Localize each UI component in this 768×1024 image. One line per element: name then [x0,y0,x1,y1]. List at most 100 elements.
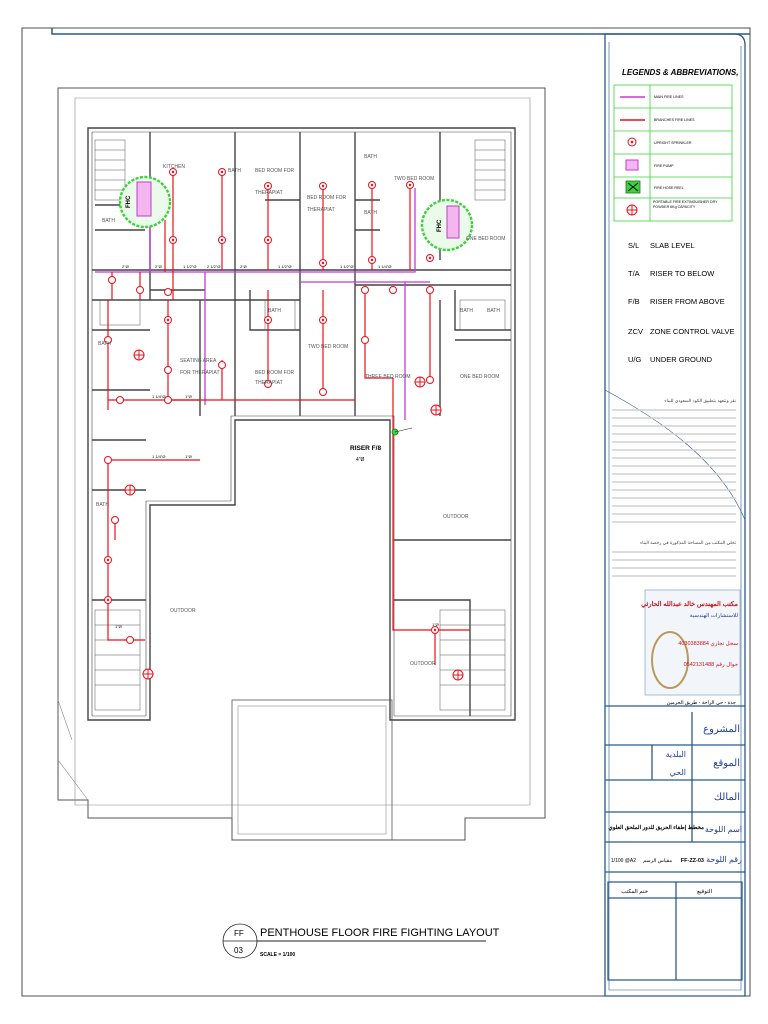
pipe-size: 1 1/4"Ø [378,264,391,269]
sprinkler-icon [104,336,112,344]
drawing-title: PENTHOUSE FLOOR FIRE FIGHTING LAYOUT [260,927,500,939]
fhc-cabinet-right: FHC [420,198,474,252]
site-inner-boundary [74,97,531,806]
sprinkler-icon [136,286,144,294]
sprinkler-icon [126,636,134,644]
legend-labels: MAIN FIRE LINES BRANCHES FIRE LINES UPRI… [654,95,695,190]
legend-label: UPRIGHT SPRINKLER [654,141,692,145]
riser-f8: RISER F/8 4"Ø [350,427,413,463]
site-edge-lines [57,699,89,801]
room-one-bed: ONE BED ROOM [466,236,505,242]
room-three-bed: THREE BED ROOM [365,374,411,380]
legend-table [613,84,733,222]
room-bath: BATH [98,341,111,347]
abbr-code: ZCV [628,327,643,336]
note-line: نقر ونتعهد بتطبيق الكود السعودي للبناء [664,398,736,404]
office-mobile: جوال رقم 0542131488 [684,661,739,668]
tb-district-label: الحي [670,768,687,777]
sprinkler-icon [104,456,112,464]
tb-office-seal: ختم المكتب [621,888,648,895]
legend-label: MAIN FIRE LINES [654,95,684,99]
sprinkler-icon [426,376,434,384]
riser-size: 4"Ø [356,457,365,463]
sprinkler-icon [218,361,226,369]
branch-fire-lines [107,175,470,665]
room-bath: BATH [102,218,115,224]
room-bath: BATH [228,168,241,174]
room-outdoor: OUTDOOR [170,608,196,614]
fhc-label-left: FHC [126,195,132,208]
tb-owner-label: المالك [714,792,740,803]
pipe-size: 1 1/2"Ø [278,264,291,269]
room-outdoor: OUTDOOR [443,514,469,520]
sprinkler-icon [361,286,369,294]
room-bath: BATH [268,308,281,314]
pipe-size-labels: 2"Ø 2"Ø 1 1/2"Ø 2 1/2"Ø 2"Ø 1 1/2"Ø 1 1/… [115,264,439,629]
sprinkler-icon [108,276,116,284]
pipe-size: 1"Ø [115,624,122,629]
hose-reel-icon [625,180,641,194]
abbr-text: UNDER GROUND [650,355,713,364]
lower-structure [231,699,393,841]
sheet-top-rule [51,28,750,35]
sheet-code-bottom: 03 [234,946,243,955]
sheet-code-top: FF [234,929,244,938]
abbr-code: F/B [628,297,640,306]
tb-sheet-name: مخطط إطفاء الحريق للدور الملحق العلوي [608,824,704,831]
legend-label: BRANCHES FIRE LINES [654,118,695,122]
legend-label-wrap: PORTABLE FIRE EXTINGUISHER DRY POWDER 6K… [653,200,717,209]
room-bedroom-l1: BED ROOM FOR [307,195,347,201]
tb-scale: 1/100 @A2 [611,858,636,864]
office-address: جدة - حي الراحة - طريق الحرمين [667,700,736,706]
room-outdoor: OUTDOOR [410,661,436,667]
room-bath: BATH [364,154,377,160]
sprinkler-icon [389,286,397,294]
sprinkler-icon [361,336,369,344]
sprinkler-icon [164,396,172,404]
pipe-size: 1 1/4"Ø [152,394,165,399]
title-block-values: مخطط إطفاء الحريق للدور الملحق العلوي FF… [608,824,712,895]
tb-signature: التوقيع [697,888,712,895]
sprinkler-icon [426,286,434,294]
title-block-fields: المشروع الموقع البلدية الحي المالك اسم ا… [666,724,743,864]
title-block-frame [604,33,746,997]
abbreviation-list: S/L SLAB LEVEL T/A RISER TO BELOW F/B RI… [628,241,734,364]
sprinkler-icon [164,366,172,374]
room-one-bed: ONE BED ROOM [460,374,499,380]
office-sub: للاستشارات الهندسية [690,612,739,619]
sprinkler-icon [111,516,119,524]
extinguisher-marks [125,350,463,680]
pipe-size: 1 1/2"Ø [340,264,353,269]
room-two-bed: TWO BED ROOM [308,344,348,350]
office-stamp: مكتب المهندس خالد عبدالله الحارثي للاستش… [641,589,741,706]
drawing-scale: SCALE = 1/100 [260,952,295,958]
tb-municipality-label: البلدية [666,750,686,759]
room-bath: BATH [460,308,473,314]
legend-label: FIRE PUMP [654,164,674,168]
sprinkler-icon [164,288,172,296]
pipe-size: 2 1/2"Ø [207,264,220,269]
room-kitchen: KITCHEN [163,164,185,170]
room-bedroom-l2: THERAPIAT [307,207,335,213]
office-logo [651,631,689,689]
fire-pump-icon [625,159,639,171]
pipe-size: 1"Ø [185,454,192,459]
abbr-code: T/A [628,269,640,278]
abbr-text: RISER FROM ABOVE [650,297,725,306]
room-labels: KITCHEN BATH BATH BED ROOM FOR THERAPIAT… [96,154,505,667]
pipe-size: 1"Ø [432,622,439,627]
tb-scale-label: مقياس الرسم [643,858,672,864]
drawing-title-block: FF 03 PENTHOUSE FLOOR FIRE FIGHTING LAYO… [222,923,500,959]
sprinkler-icon [116,396,124,404]
tb-location-label: الموقع [713,758,740,769]
room-seating-l2: FOR THERAPIAT [180,370,220,376]
sheet-border [21,27,751,997]
tb-sheet-no-label: رقم اللوحة [706,855,742,864]
abbr-text: SLAB LEVEL [650,241,695,250]
pipe-size: 2"Ø [122,264,129,269]
notes-block: نقر ونتعهد بتطبيق الكود السعودي للبناء ت… [612,398,737,577]
main-fire-lines [95,188,430,420]
tb-sheet-no: FF-ZZ-03 [681,858,704,864]
fhc-label-right: FHC [437,219,443,232]
